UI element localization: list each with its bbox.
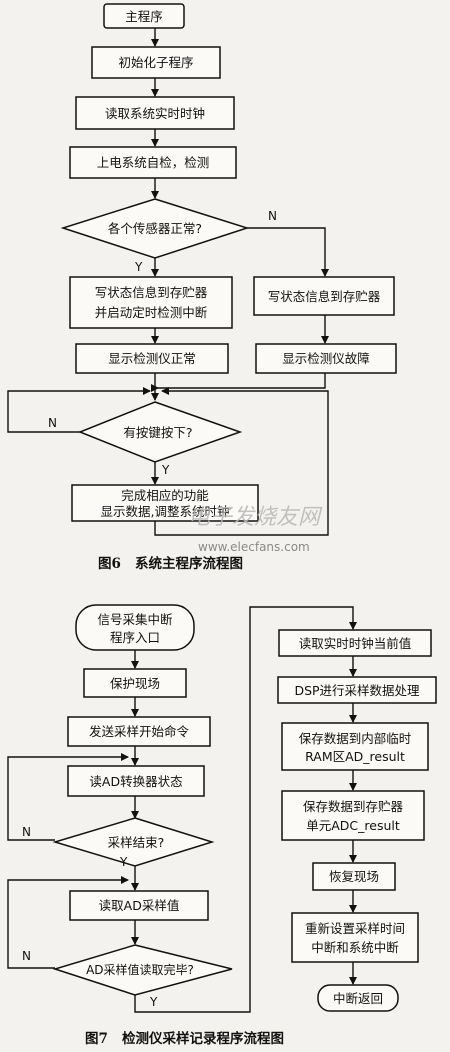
fig7-save-mem-box [281, 790, 425, 841]
fig6-read-clock-label: 读取系统实时时钟 [105, 106, 205, 121]
fig6-key-decision [77, 401, 243, 463]
fig7-done-decision [52, 817, 215, 867]
fig7-save-ram-label-1: 保存数据到内部临时 [299, 731, 412, 746]
fig6-start-label: 主程序 [125, 9, 163, 24]
fig7-end-label: 中断返回 [333, 991, 383, 1006]
fig7-shapes [52, 604, 437, 1012]
fig7-restore-label: 恢复现场 [329, 869, 379, 884]
fig6-function-box [71, 484, 259, 522]
fig7-read-value-label: 读取AD采样值 [99, 898, 180, 913]
fig6-write-ok-box [69, 276, 233, 329]
fig7-y-label-1: Y [119, 855, 128, 869]
fig7-read-done-decision-label: AD采样值读取完毕? [86, 962, 194, 977]
fig7-read-value-box [69, 890, 209, 921]
fig7-save-mem-label-2: 单元ADC_result [306, 818, 400, 833]
fig7-save-ram-label-2: RAM区AD_result [305, 749, 405, 764]
fig6-y-label-1: Y [134, 260, 143, 274]
fig7-start-label-1: 信号采集中断 [97, 612, 172, 627]
fig6-write-ok-label-2: 并启动定时检测中断 [95, 305, 208, 320]
fig6-read-clock-box [75, 96, 235, 130]
watermark-text: 电子发烧友网 [188, 505, 323, 530]
fig7-read-done-decision [52, 944, 233, 996]
fig7-caption: 图7 检测仪采样记录程序流程图 [85, 1030, 284, 1047]
fig7-start-node [75, 604, 195, 651]
fig6-sensor-decision [60, 198, 250, 259]
fig6-function-label-1: 完成相应的功能 [121, 488, 209, 503]
fig6-shapes [60, 3, 397, 522]
fig7-n-label-1: N [22, 825, 31, 839]
figure-6 [7, 28, 329, 536]
fig6-key-decision-label: 有按键按下? [123, 425, 192, 440]
fig7-save-ram-box [281, 722, 429, 771]
fig6-init-box [91, 46, 221, 79]
fig7-reset-box [291, 912, 419, 963]
fig7-n-label-2: N [22, 949, 31, 963]
fig7-end-node [317, 984, 399, 1012]
fig6-function-label-2: 显示数据,调整系统时钟 [101, 504, 230, 519]
fig7-y-label-2: Y [149, 995, 158, 1009]
fig7-read-status-box [67, 765, 205, 797]
fig7-reset-label-2: 中断和系统中断 [311, 940, 399, 955]
fig6-caption: 图6 系统主程序流程图 [98, 555, 243, 572]
fig7-dsp-box [277, 676, 437, 704]
fig6-write-ok-label-1: 写状态信息到存贮器 [95, 285, 208, 300]
fig7-read-clock-label: 读取实时时钟当前值 [299, 636, 412, 651]
fig6-write-fault-label: 写状态信息到存贮器 [268, 289, 381, 304]
fig7-dsp-label: DSP进行采样数据处理 [294, 683, 420, 698]
fig7-save-mem-label-1: 保存数据到存贮器 [303, 799, 404, 814]
figure-7 [7, 606, 357, 1013]
fig7-read-status-label: 读AD转换器状态 [89, 774, 182, 789]
fig7-reset-label-1: 重新设置采样时间 [305, 921, 405, 936]
fig7-done-decision-label: 采样结束? [108, 835, 165, 850]
watermark-url: www.elecfans.com [198, 540, 310, 554]
fig7-protect-box [83, 668, 187, 698]
fig6-show-normal-box [75, 343, 229, 374]
fig7-send-cmd-box [67, 716, 211, 747]
fig6-show-normal-label: 显示检测仪正常 [108, 351, 196, 366]
fig6-init-label: 初始化子程序 [118, 55, 193, 70]
fig6-start-node [103, 3, 185, 29]
fig7-start-label-2: 程序入口 [110, 630, 160, 645]
fig7-read-clock-box [278, 629, 432, 657]
fig6-n-label-1: N [268, 209, 277, 223]
fig6-write-fault-box [253, 276, 395, 316]
fig7-restore-box [312, 862, 396, 891]
fig6-y-label-2: Y [161, 463, 170, 477]
fig6-self-check-box [69, 146, 237, 179]
fig6-self-check-label: 上电系统自检，检测 [97, 155, 210, 170]
fig7-protect-label: 保护现场 [110, 676, 160, 691]
fig6-sensor-decision-label: 各个传感器正常? [108, 221, 202, 236]
fig6-show-fault-box [255, 343, 397, 374]
fig6-n-label-2: N [48, 416, 57, 430]
fig7-send-cmd-label: 发送采样开始命令 [89, 724, 190, 739]
fig6-show-fault-label: 显示检测仪故障 [282, 351, 370, 366]
